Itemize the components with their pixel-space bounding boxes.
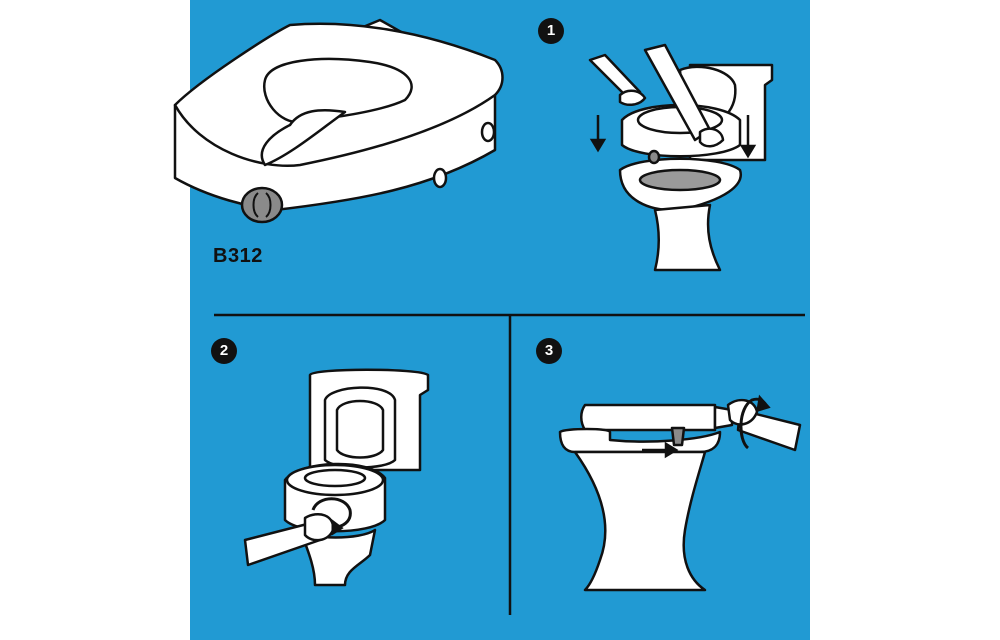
step-1-badge: 1 — [538, 18, 564, 44]
down-arrow-icon — [739, 115, 757, 159]
right-arrow-icon — [642, 441, 679, 459]
rotate-arrow-icon — [739, 394, 771, 450]
raised-seat-illustration — [173, 18, 504, 212]
step1-illustration — [588, 43, 774, 272]
step3-illustration — [558, 398, 802, 592]
knob-icon — [240, 186, 284, 224]
step-2-badge: 2 — [211, 338, 237, 364]
model-code-label: B312 — [213, 245, 263, 267]
down-arrow-icon — [589, 115, 607, 153]
rotate-arrow-icon — [311, 497, 352, 536]
step-3-badge: 3 — [536, 338, 562, 364]
step2-illustration — [243, 368, 430, 587]
